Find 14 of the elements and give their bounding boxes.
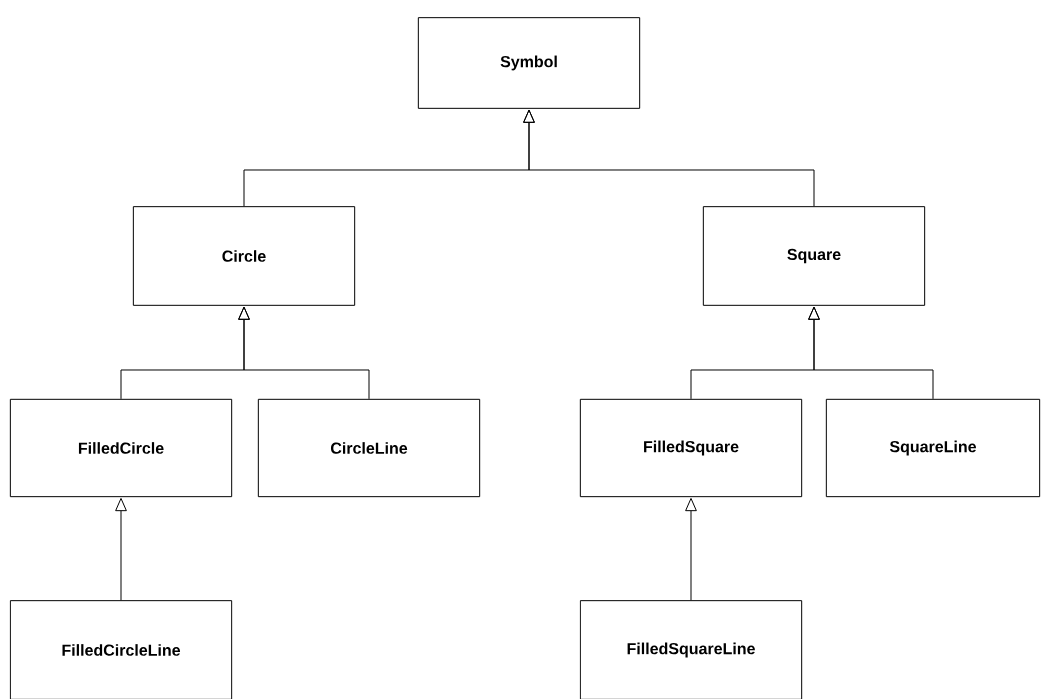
class-box: FilledSquare [579,398,803,498]
inheritance-arrow [808,306,934,400]
class-box: FilledCircleLine [9,600,233,699]
class-box: Circle [132,206,356,306]
class-box: Square [702,206,926,306]
class-box: CircleLine [257,398,481,498]
inheritance-arrow [238,306,370,400]
class-box: SquareLine [825,398,1041,498]
inheritance-arrow [685,497,697,601]
inheritance-arrow [523,109,815,207]
class-box: Symbol [417,17,641,109]
class-box: FilledCircle [9,398,233,498]
class-box: FilledSquareLine [579,600,803,699]
inheritance-arrow [115,497,127,601]
